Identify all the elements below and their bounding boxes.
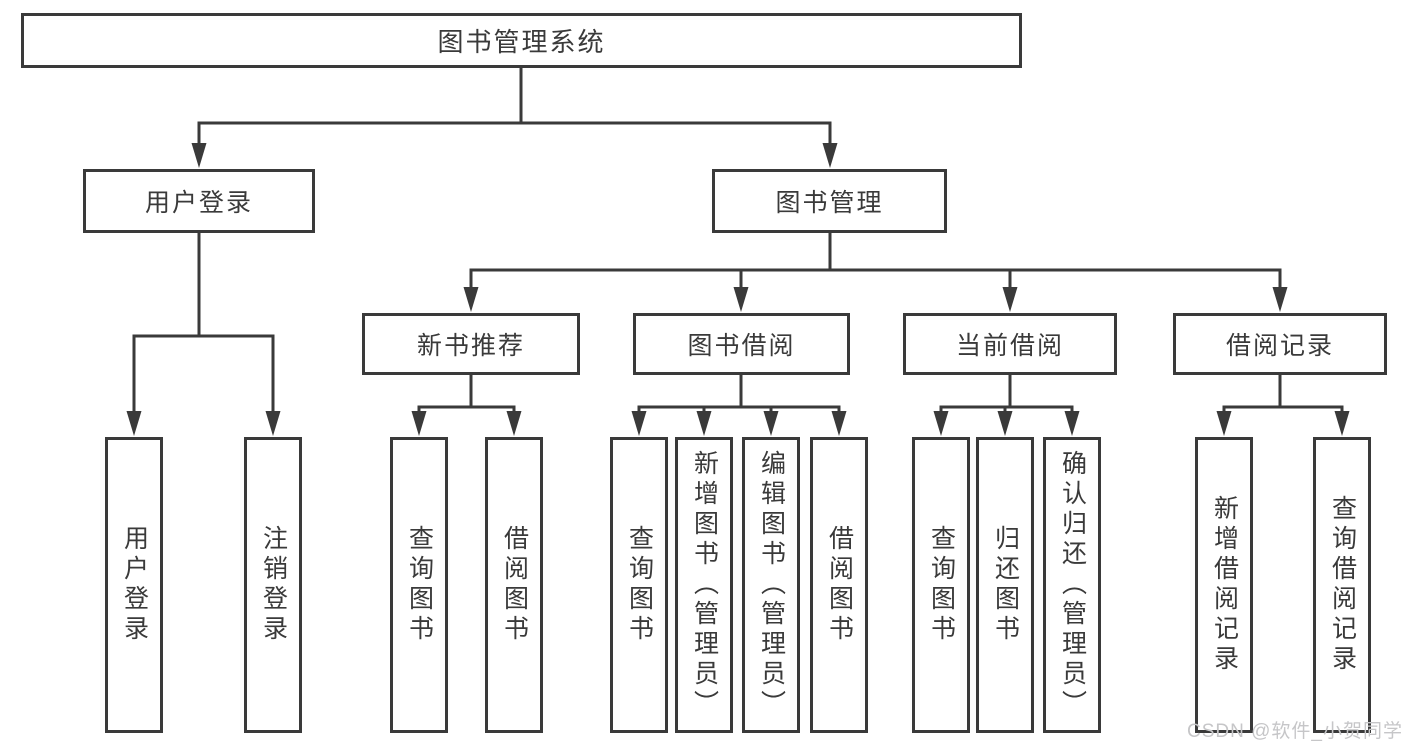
leaf-edit-book-admin: 编辑图书（管理员） xyxy=(742,437,800,733)
arrowhead xyxy=(696,411,712,436)
leaf-add-book-admin-label: 新增图书（管理员） xyxy=(690,450,719,720)
leaf-borrow-books-recommend: 借阅图书 xyxy=(485,437,543,733)
leaf-confirm-return-admin-label: 确认归还（管理员） xyxy=(1058,450,1087,720)
node-book-borrowing: 图书借阅 xyxy=(633,313,850,375)
leaf-query-books-current-label: 查询图书 xyxy=(927,525,956,645)
leaf-query-books-borrowing-label: 查询图书 xyxy=(625,525,654,645)
arrowhead xyxy=(933,411,949,436)
leaf-query-books-borrowing: 查询图书 xyxy=(610,437,668,733)
node-borrowing-records: 借阅记录 xyxy=(1173,313,1387,375)
leaf-user-login-label: 用户登录 xyxy=(120,525,149,645)
arrowhead xyxy=(733,287,749,312)
connector-current-borrow-to-leaves xyxy=(939,375,1074,416)
node-user-login-label: 用户登录 xyxy=(144,189,253,217)
arrowhead xyxy=(265,411,281,436)
csdn-watermark: CSDN @软件_小贺同学 xyxy=(1187,721,1403,742)
leaf-add-book-admin: 新增图书（管理员） xyxy=(675,437,733,733)
arrowhead xyxy=(191,143,207,168)
arrowhead xyxy=(1216,411,1232,436)
leaf-borrow-books-borrowing: 借阅图书 xyxy=(810,437,868,733)
arrowhead xyxy=(631,411,647,436)
leaf-confirm-return-admin: 确认归还（管理员） xyxy=(1043,437,1101,733)
arrowhead xyxy=(126,411,142,436)
node-root: 图书管理系统 xyxy=(21,13,1022,68)
node-book-management-label: 图书管理 xyxy=(775,189,884,217)
arrowhead xyxy=(831,411,847,436)
leaf-query-books-current: 查询图书 xyxy=(912,437,970,733)
node-borrowing-records-label: 借阅记录 xyxy=(1225,332,1334,360)
connector-new-book-to-leaves xyxy=(417,375,516,416)
arrowhead xyxy=(1334,411,1350,436)
arrowhead xyxy=(763,411,779,436)
leaf-query-borrow-record-label: 查询借阅记录 xyxy=(1328,495,1357,675)
leaf-add-borrow-record: 新增借阅记录 xyxy=(1195,437,1253,733)
arrowhead xyxy=(1272,287,1288,312)
connector-book-borrow-to-leaves xyxy=(637,375,841,416)
leaf-logout-label: 注销登录 xyxy=(259,525,288,645)
arrowhead xyxy=(822,143,838,168)
node-new-book-recommendation-label: 新书推荐 xyxy=(416,332,525,360)
node-new-book-recommendation: 新书推荐 xyxy=(362,313,580,375)
arrowhead xyxy=(997,411,1013,436)
arrowhead xyxy=(1064,411,1080,436)
leaf-return-book-label: 归还图书 xyxy=(991,525,1020,645)
leaf-query-books-recommend-label: 查询图书 xyxy=(405,525,434,645)
connector-root-to-level2 xyxy=(197,68,832,150)
leaf-add-borrow-record-label: 新增借阅记录 xyxy=(1210,495,1239,675)
leaf-borrow-books-borrowing-label: 借阅图书 xyxy=(825,525,854,645)
node-current-borrowing-label: 当前借阅 xyxy=(955,332,1064,360)
arrowhead xyxy=(506,411,522,436)
leaf-query-borrow-record: 查询借阅记录 xyxy=(1313,437,1371,733)
arrowheads xyxy=(126,143,1350,436)
leaf-user-login: 用户登录 xyxy=(105,437,163,733)
leaf-query-books-recommend: 查询图书 xyxy=(390,437,448,733)
node-user-login: 用户登录 xyxy=(83,169,315,233)
node-root-label: 图书管理系统 xyxy=(437,27,606,57)
node-book-borrowing-label: 图书借阅 xyxy=(687,332,796,360)
node-book-management: 图书管理 xyxy=(712,169,947,233)
arrowhead xyxy=(463,287,479,312)
leaf-borrow-books-recommend-label: 借阅图书 xyxy=(500,525,529,645)
leaf-logout: 注销登录 xyxy=(244,437,302,733)
connector-user-login-to-leaves xyxy=(132,233,275,416)
leaf-edit-book-admin-label: 编辑图书（管理员） xyxy=(757,450,786,720)
leaf-return-book: 归还图书 xyxy=(976,437,1034,733)
node-current-borrowing: 当前借阅 xyxy=(903,313,1117,375)
arrowhead xyxy=(411,411,427,436)
arrowhead xyxy=(1002,287,1018,312)
connector-book-mgmt-to-level3 xyxy=(469,233,1282,294)
connector-borrow-records-to-leaves xyxy=(1222,375,1344,416)
